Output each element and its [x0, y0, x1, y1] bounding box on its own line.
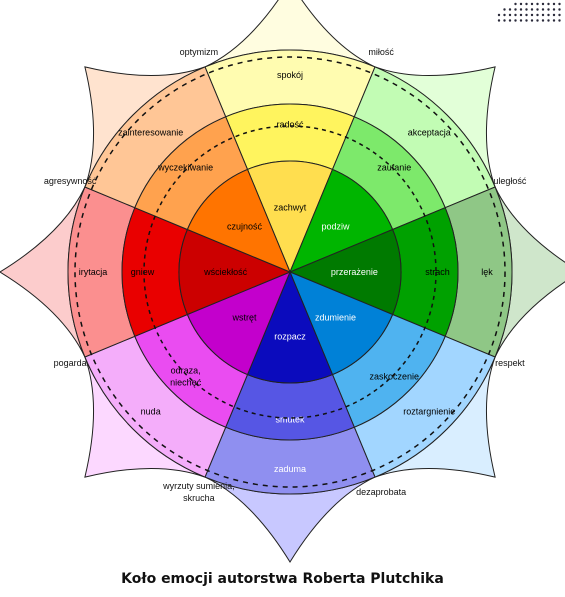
emotion-label-outer: akceptacja: [408, 128, 451, 138]
emotion-label-inner: rozpacz: [274, 331, 306, 341]
dyad-label: wyrzuty sumienia,skrucha: [162, 481, 235, 503]
decorative-dots: [497, 2, 561, 22]
emotion-label-middle: zaskoczenie: [370, 371, 420, 381]
outer-dashed-ring: [74, 56, 506, 488]
petal-4: zaduma smutek rozpacz: [204, 270, 376, 563]
dyad-label: pogarda: [54, 358, 87, 368]
petal-inner-7: [186, 168, 291, 273]
emotion-label-middle: radość: [276, 120, 304, 130]
petal-inner-2: [288, 228, 402, 316]
emotion-label-inner: zdumienie: [315, 313, 356, 323]
petal-inner-0: [246, 160, 334, 274]
emotion-label-outer: nuda: [141, 406, 161, 416]
emotion-label-inner: podziw: [321, 222, 350, 232]
dyad-label: miłość: [368, 47, 394, 57]
emotion-label-inner: zachwyt: [274, 203, 307, 213]
petal-inner-6: [178, 228, 292, 316]
emotion-label-middle: strach: [425, 267, 450, 277]
emotion-label-outer: irytacja: [79, 267, 108, 277]
emotion-label-outer: zaduma: [274, 464, 306, 474]
dyad-label: respekt: [495, 358, 525, 368]
dyad-label: optymizm: [180, 47, 219, 57]
emotion-label-inner: przerażenie: [331, 267, 378, 277]
emotion-label-outer: roztargnienie: [403, 406, 455, 416]
dyad-label: agresywność: [44, 176, 97, 186]
emotion-label-middle: gniew: [131, 267, 155, 277]
wheel-title: Koło emocji autorstwa Roberta Plutchika: [121, 571, 444, 587]
petal-inner-4: [246, 270, 334, 384]
emotion-label-middle: zaufanie: [377, 163, 411, 173]
petal-0: spokój radość zachwyt: [204, 0, 376, 274]
emotion-label-inner: wstręt: [231, 313, 257, 323]
petal-middle-0: [225, 103, 355, 171]
inner-dashed-ring: [143, 125, 437, 419]
petal-inner-5: [186, 271, 291, 376]
emotion-label-middle: smutek: [275, 415, 305, 425]
dyad-label: dezaprobata: [356, 487, 406, 497]
petal-middle-4: [225, 373, 355, 441]
emotion-label-outer: zainteresowanie: [118, 128, 183, 138]
emotion-label-middle: odraza,niechęć: [170, 365, 202, 387]
emotion-label-inner: czujność: [227, 222, 263, 232]
plutchik-wheel: spokój radość zachwyt akceptacja zaufanie pod…: [0, 0, 565, 563]
emotion-label-outer: lęk: [481, 267, 493, 277]
petal-inner-1: [289, 168, 394, 273]
petal-inner-3: [289, 271, 394, 376]
emotion-label-inner: wściekłość: [203, 267, 248, 277]
emotion-label-outer: spokój: [277, 70, 303, 80]
dyad-label: uległość: [493, 176, 527, 186]
petal-7: zainteresowanie wyczekiwanie czujność: [84, 66, 291, 273]
emotion-label-middle: wyczekiwanie: [157, 163, 213, 173]
petal-6: irytacja gniew wściekłość: [0, 186, 292, 358]
